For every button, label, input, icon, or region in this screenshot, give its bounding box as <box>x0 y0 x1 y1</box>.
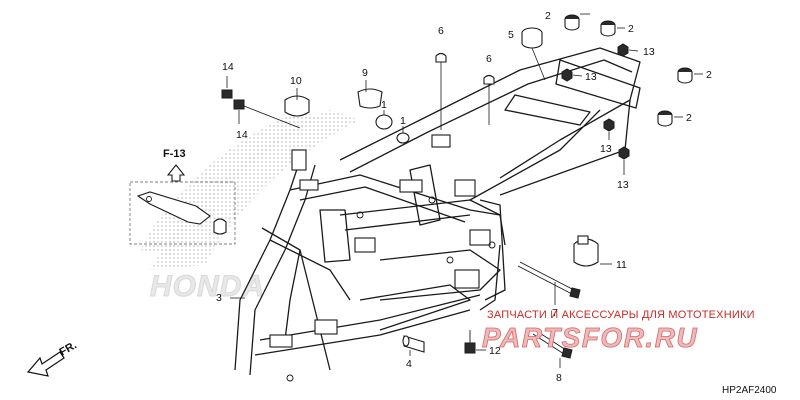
part-13-nut-c <box>603 118 615 132</box>
callout-14-lower: 14 <box>236 129 248 141</box>
callout-5: 5 <box>508 29 514 41</box>
part-4-collar <box>402 335 425 356</box>
callout-13-c: 13 <box>600 143 612 155</box>
diagram-code: HP2AF2400 <box>722 385 777 396</box>
front-arrow-icon <box>26 351 65 377</box>
callout-8: 8 <box>556 372 562 384</box>
part-9-clip <box>357 80 383 109</box>
part-14-lower <box>233 99 301 129</box>
inset-bracket <box>136 191 211 225</box>
inset-box <box>129 181 236 245</box>
callout-2-d: 2 <box>686 112 692 124</box>
part-2-rubber-c <box>677 67 693 84</box>
front-direction: FR. <box>26 339 79 377</box>
frame-assembly <box>234 47 641 382</box>
part-2-rubber-b <box>600 20 616 37</box>
callout-2-b: 2 <box>628 23 634 35</box>
callout-14-upper: 14 <box>222 61 234 73</box>
part-6-cap-a <box>435 52 447 130</box>
honda-watermark-text: HONDA <box>150 270 265 303</box>
part-2-rubber-a <box>564 14 580 31</box>
part-1-grommet-b <box>396 126 410 144</box>
part-5-bushing <box>521 27 546 81</box>
front-label: FR. <box>58 339 79 358</box>
watermark-brand: PARTSFOR.RU <box>482 322 698 353</box>
section-ref-label: F-13 <box>163 148 186 160</box>
callout-2-a: 2 <box>545 10 551 22</box>
callout-10: 10 <box>290 75 302 87</box>
callout-9: 9 <box>362 67 368 79</box>
part-13-nut-d <box>618 146 630 160</box>
callout-11: 11 <box>616 259 627 271</box>
part-8-bolt <box>532 329 573 368</box>
part-14-upper <box>221 76 233 99</box>
callout-1-b: 1 <box>400 115 406 127</box>
callout-13-d: 13 <box>617 179 629 191</box>
part-7-bolt <box>517 261 581 305</box>
callout-2-c: 2 <box>706 69 712 81</box>
part-13-nut-a <box>617 43 629 57</box>
part-10-clamp <box>284 88 310 117</box>
callouts: 14 14 10 9 1 1 6 6 5 2 2 2 2 13 13 13 13… <box>216 10 712 384</box>
callout-7: 7 <box>552 307 558 319</box>
part-13-nut-b <box>561 68 573 82</box>
up-arrow-icon <box>166 164 186 182</box>
part-11-band <box>573 235 612 267</box>
callout-12: 12 <box>489 345 501 357</box>
callout-6-b: 6 <box>486 53 492 65</box>
f13-inset: F-13 <box>129 148 236 245</box>
callout-4: 4 <box>406 358 412 370</box>
watermark-tagline: ЗАПЧАСТИ И АКСЕССУАРЫ ДЛЯ МОТОТЕХНИКИ <box>487 309 755 321</box>
part-12-bolt <box>464 330 486 354</box>
part-1-grommet-a <box>375 110 393 130</box>
part-6-cap-b <box>483 74 495 125</box>
callout-1-a: 1 <box>381 99 387 111</box>
part-2-rubber-d <box>657 110 673 127</box>
callout-13-a: 13 <box>643 46 655 58</box>
callout-3: 3 <box>216 292 222 304</box>
callout-6-a: 6 <box>438 25 444 37</box>
callout-13-b: 13 <box>585 71 597 83</box>
